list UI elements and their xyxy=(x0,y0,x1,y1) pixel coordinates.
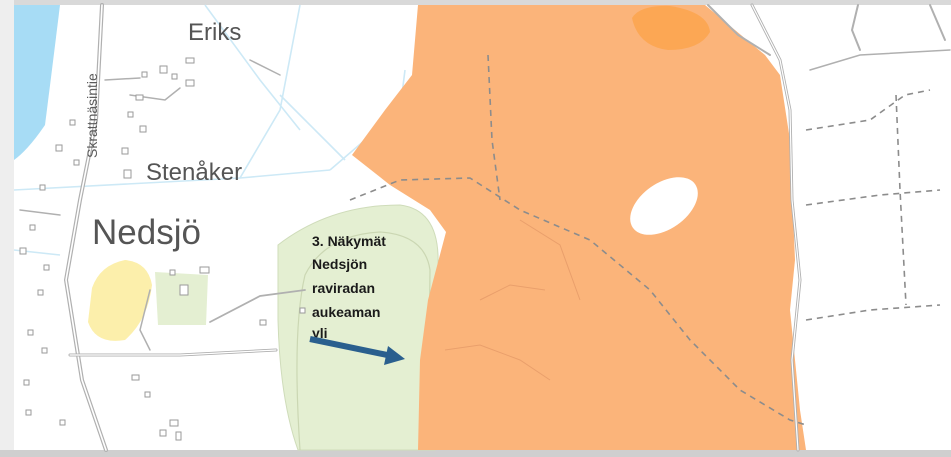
map-frame-left xyxy=(0,0,14,457)
map-frame-top xyxy=(0,0,951,5)
faint-paths xyxy=(444,219,581,381)
place-label-eriks: Eriks xyxy=(188,19,241,46)
annotation-line-5: yli xyxy=(312,325,328,341)
annotation-line-2: Nedsjön xyxy=(312,256,367,272)
annotation-line-3: raviradan xyxy=(312,280,375,296)
green-zone-raceway xyxy=(277,204,439,451)
buildings xyxy=(19,57,306,441)
annotation-line-4: aukeaman xyxy=(312,304,380,320)
annotation-line-1: 3. Näkymät xyxy=(312,233,386,249)
view-direction-arrow xyxy=(309,336,405,365)
lake-water xyxy=(14,5,60,160)
place-label-nedsjo: Nedsjö xyxy=(92,213,201,252)
orange-zone-clearing xyxy=(630,177,698,235)
dashed-trails xyxy=(349,54,941,426)
road-label-skrattnasintie: Skrattnäsintie xyxy=(84,73,100,158)
orange-zone-hotspot xyxy=(632,5,710,50)
orange-zone xyxy=(352,5,806,450)
roads xyxy=(19,3,951,452)
map-frame-bottom xyxy=(0,450,951,457)
place-label-stenaker: Stenåker xyxy=(146,159,242,186)
streams xyxy=(13,4,406,256)
raceway-track xyxy=(296,231,431,451)
arrow-shaft xyxy=(309,336,393,359)
viewpoint-annotation: 3. Näkymät Nedsjön raviradan aukeaman yl… xyxy=(312,233,386,341)
green-zone-small xyxy=(155,272,208,325)
arrow-head xyxy=(384,346,405,365)
yellow-zone xyxy=(88,260,152,341)
